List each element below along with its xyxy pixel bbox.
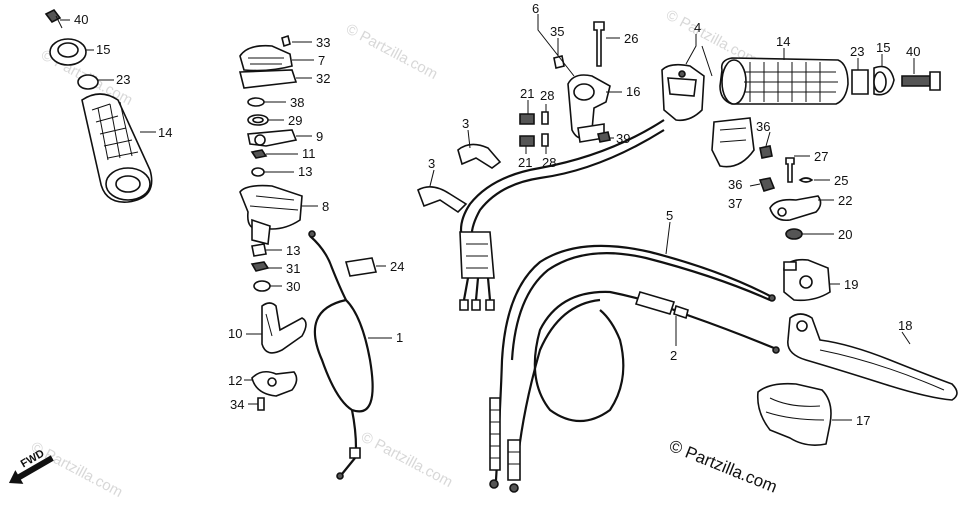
- label-40-right: 40: [906, 44, 920, 59]
- label-37: 37: [728, 196, 742, 211]
- bolt-21-upper: [519, 113, 535, 125]
- washer-28-lower: [541, 133, 549, 147]
- label-3-upper: 3: [462, 116, 469, 131]
- label-15-right: 15: [876, 40, 890, 55]
- label-17: 17: [856, 413, 870, 428]
- nut-20: [785, 228, 803, 240]
- label-36-upper: 36: [756, 119, 770, 134]
- lever-hardware: [758, 145, 822, 240]
- label-26: 26: [624, 31, 638, 46]
- label-30: 30: [286, 279, 300, 294]
- label-11: 11: [302, 146, 316, 161]
- watermark-1: © Partzilla.com: [343, 21, 440, 83]
- label-5: 5: [666, 208, 673, 223]
- bolt-21-lower: [519, 135, 535, 147]
- switch-wiring: [417, 119, 665, 311]
- right-grip-group: [719, 57, 941, 105]
- switch-housing-4: [661, 63, 755, 168]
- bolt-36-lower: [758, 177, 776, 192]
- label-1: 1: [396, 330, 403, 345]
- label-35: 35: [550, 24, 564, 39]
- grip-end-screw-left: [44, 8, 62, 24]
- label-34: 34: [230, 397, 244, 412]
- label-32: 32: [316, 71, 330, 86]
- throttle-pipe: [261, 302, 307, 354]
- pin-25: [798, 177, 814, 183]
- label-23-right: 23: [850, 44, 864, 59]
- label-39: 39: [616, 131, 630, 146]
- washer-38: [247, 97, 265, 107]
- lever-holder-19: [783, 258, 831, 302]
- clip-3-upper: [457, 143, 502, 169]
- lever-cover-17: [756, 382, 832, 446]
- lever-bracket-6: [519, 21, 611, 147]
- washer-30: [253, 280, 271, 292]
- label-3-lower: 3: [428, 156, 435, 171]
- label-12: 12: [228, 373, 242, 388]
- grip-end-screw-right: [901, 75, 931, 87]
- label-29: 29: [288, 113, 302, 128]
- label-14-left: 14: [158, 125, 172, 140]
- bolt-36-upper: [759, 145, 773, 159]
- label-33: 33: [316, 35, 330, 50]
- throttle-gasket: [238, 69, 298, 89]
- label-15-left: 15: [96, 42, 110, 57]
- label-40-left: 40: [74, 12, 88, 27]
- control-cables: [489, 244, 780, 493]
- connector-block: [459, 231, 495, 279]
- label-24: 24: [390, 259, 404, 274]
- label-18: 18: [898, 318, 912, 333]
- label-36-lower: 36: [728, 177, 742, 192]
- cable-guide-24: [344, 257, 378, 277]
- bolt-26: [593, 21, 605, 67]
- label-4: 4: [694, 20, 701, 35]
- label-2: 2: [670, 348, 677, 363]
- clutch-lever-18: [787, 313, 958, 401]
- label-21-lower: 21: [518, 155, 532, 170]
- label-7: 7: [318, 53, 325, 68]
- watermark-5: © Partzilla.com: [358, 429, 455, 491]
- label-23-left: 23: [116, 72, 130, 87]
- nut-11: [250, 149, 268, 159]
- bushing-13a: [251, 167, 265, 177]
- bolt-27: [785, 157, 795, 183]
- grip-collar-right: [851, 69, 869, 95]
- label-27: 27: [814, 149, 828, 164]
- label-28-upper: 28: [540, 88, 554, 103]
- nut-39: [597, 131, 611, 143]
- left-grip-group: [44, 8, 153, 203]
- label-8: 8: [322, 199, 329, 214]
- copyright-notice: © Partzilla.com: [667, 436, 780, 497]
- cable-5: [494, 244, 771, 481]
- label-13-upper: 13: [298, 164, 312, 179]
- washer-28-upper: [541, 111, 549, 125]
- label-22: 22: [838, 193, 852, 208]
- watermark-4: © Partzilla.com: [28, 439, 125, 501]
- bushing-13b: [251, 243, 267, 257]
- throttle-housing-group: [238, 34, 307, 411]
- label-21-upper: 21: [520, 86, 534, 101]
- grip-collar-left: [77, 74, 99, 90]
- label-10: 10: [228, 326, 242, 341]
- switch-lower-half: [711, 117, 755, 168]
- nut-31: [250, 261, 270, 272]
- label-19: 19: [844, 277, 858, 292]
- clip-3-lower: [417, 186, 468, 214]
- label-14-right: 14: [776, 34, 790, 49]
- throttle-cable: [308, 230, 374, 480]
- label-13-lower: 13: [286, 243, 300, 258]
- holder-22: [769, 195, 822, 222]
- label-9: 9: [316, 129, 323, 144]
- label-25: 25: [834, 173, 848, 188]
- label-38: 38: [290, 95, 304, 110]
- label-28-lower: 28: [542, 155, 556, 170]
- screw-34: [257, 397, 265, 411]
- label-6: 6: [532, 1, 539, 16]
- label-31: 31: [286, 261, 300, 276]
- label-20: 20: [838, 227, 852, 242]
- label-16: 16: [626, 84, 640, 99]
